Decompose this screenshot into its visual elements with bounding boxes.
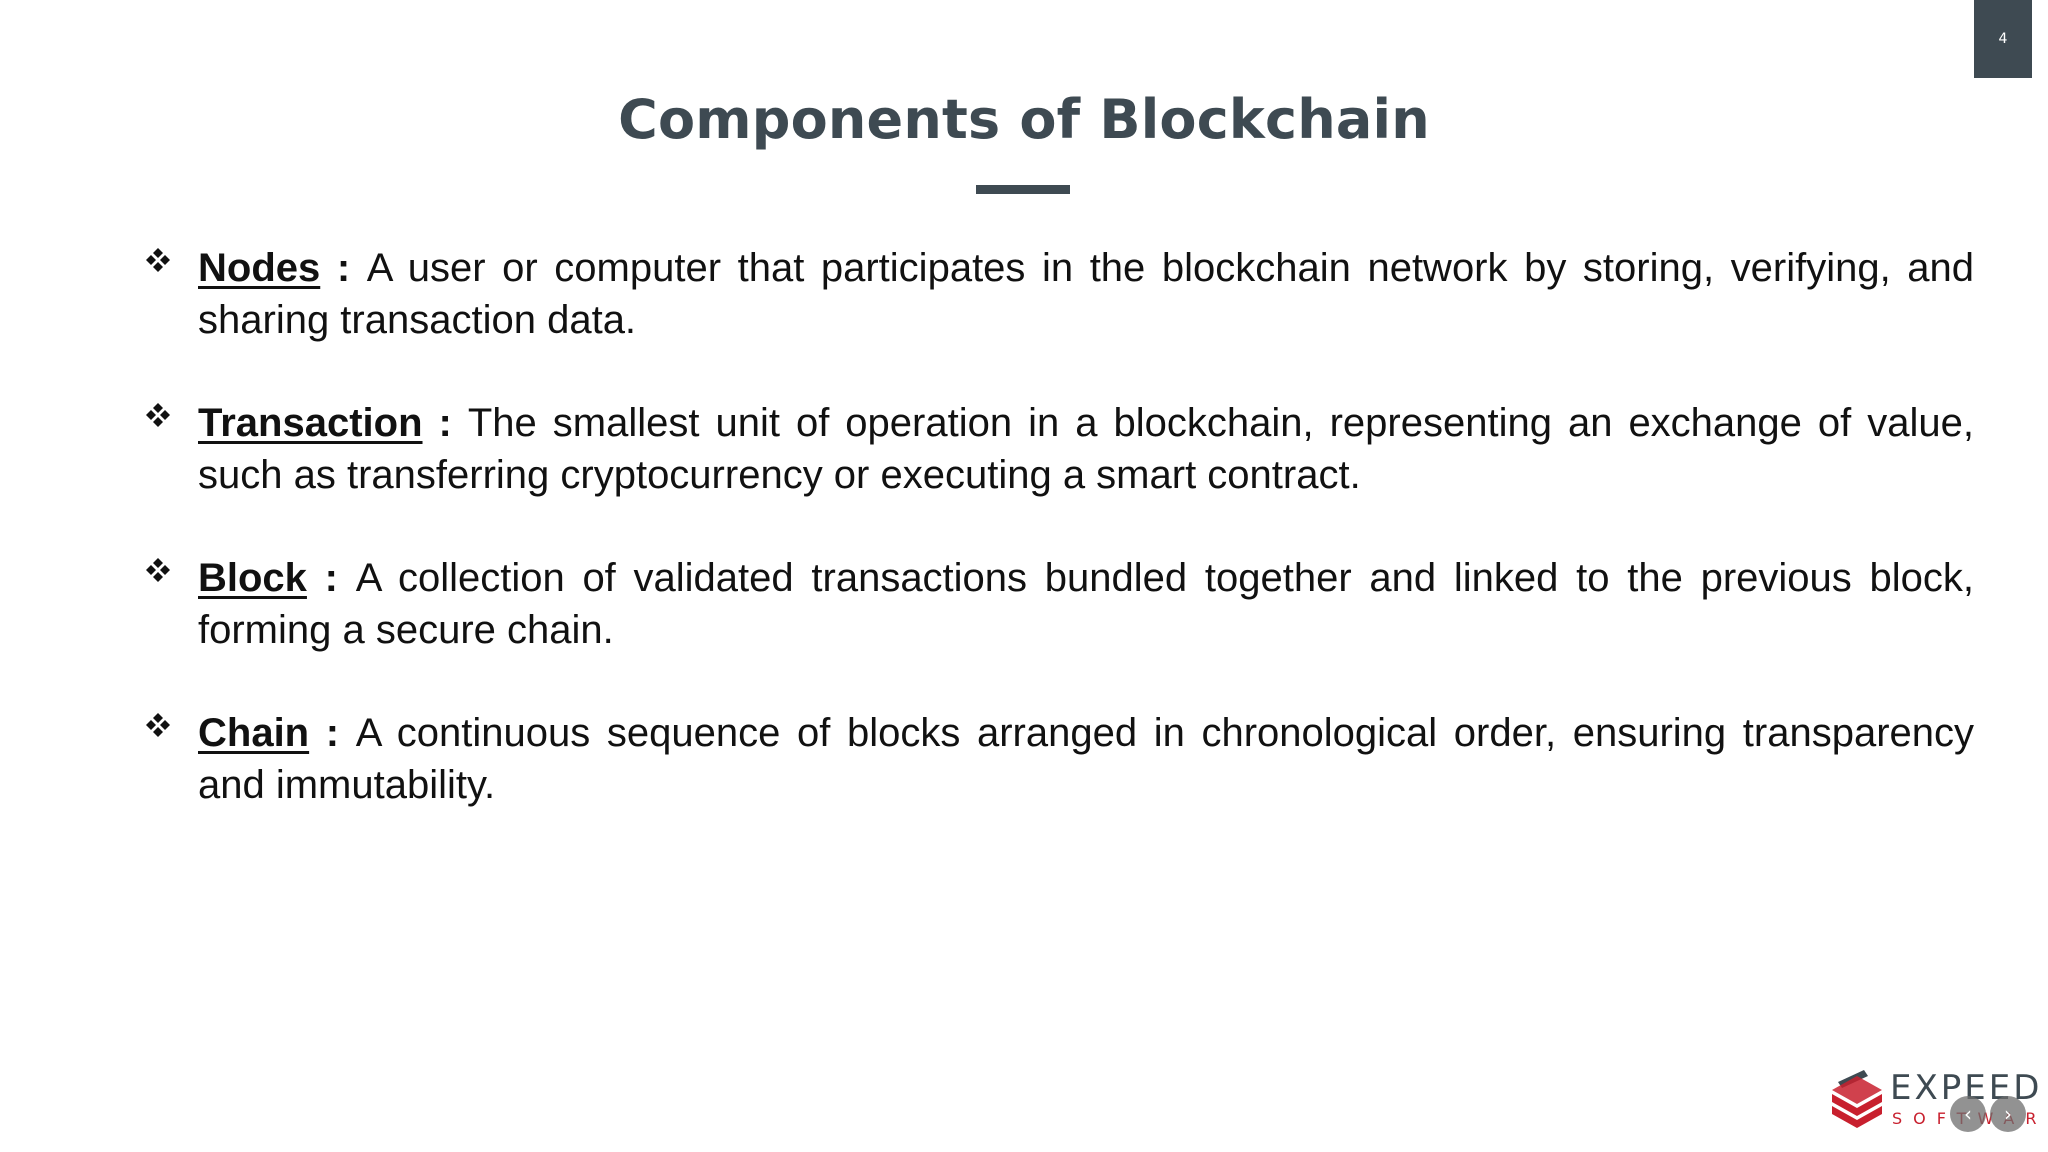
diamond-bullet-icon: [146, 248, 170, 272]
item-term: Chain: [198, 711, 310, 755]
diamond-bullet-icon: [146, 403, 170, 427]
diamond-bullet-icon: [146, 713, 170, 737]
item-definition: A user or computer that participates in …: [198, 246, 1974, 342]
item-separator: :: [422, 401, 468, 445]
item-separator: :: [306, 556, 356, 600]
item-separator: :: [320, 246, 367, 290]
item-definition: A continuous sequence of blocks arranged…: [198, 711, 1975, 807]
chevron-right-icon: ›: [2004, 1102, 2012, 1126]
item-term: Block: [198, 556, 307, 600]
item-definition: The smallest unit of operation in a bloc…: [198, 401, 1975, 497]
page-number: 4: [1998, 31, 2008, 47]
list-item: Chain : A continuous sequence of blocks …: [140, 707, 1974, 811]
list-item: Block : A collection of validated transa…: [140, 552, 1974, 656]
page-number-badge: 4: [1974, 0, 2032, 78]
list-item: Transaction : The smallest unit of opera…: [140, 397, 1974, 501]
previous-slide-button[interactable]: ‹: [1950, 1096, 1986, 1132]
bullet-list: Nodes : A user or computer that particip…: [140, 242, 1974, 862]
slide-title: Components of Blockchain: [618, 88, 1430, 151]
logo-mark-icon: [1832, 1070, 1882, 1128]
item-separator: :: [309, 711, 356, 755]
diamond-bullet-icon: [146, 558, 170, 582]
item-term: Nodes: [198, 246, 321, 290]
list-item: Nodes : A user or computer that particip…: [140, 242, 1974, 346]
title-underline-rule: [976, 185, 1070, 194]
chevron-left-icon: ‹: [1964, 1102, 1972, 1126]
next-slide-button[interactable]: ›: [1990, 1096, 2026, 1132]
item-term: Transaction: [198, 401, 423, 445]
item-definition: A collection of validated transactions b…: [198, 556, 1974, 652]
